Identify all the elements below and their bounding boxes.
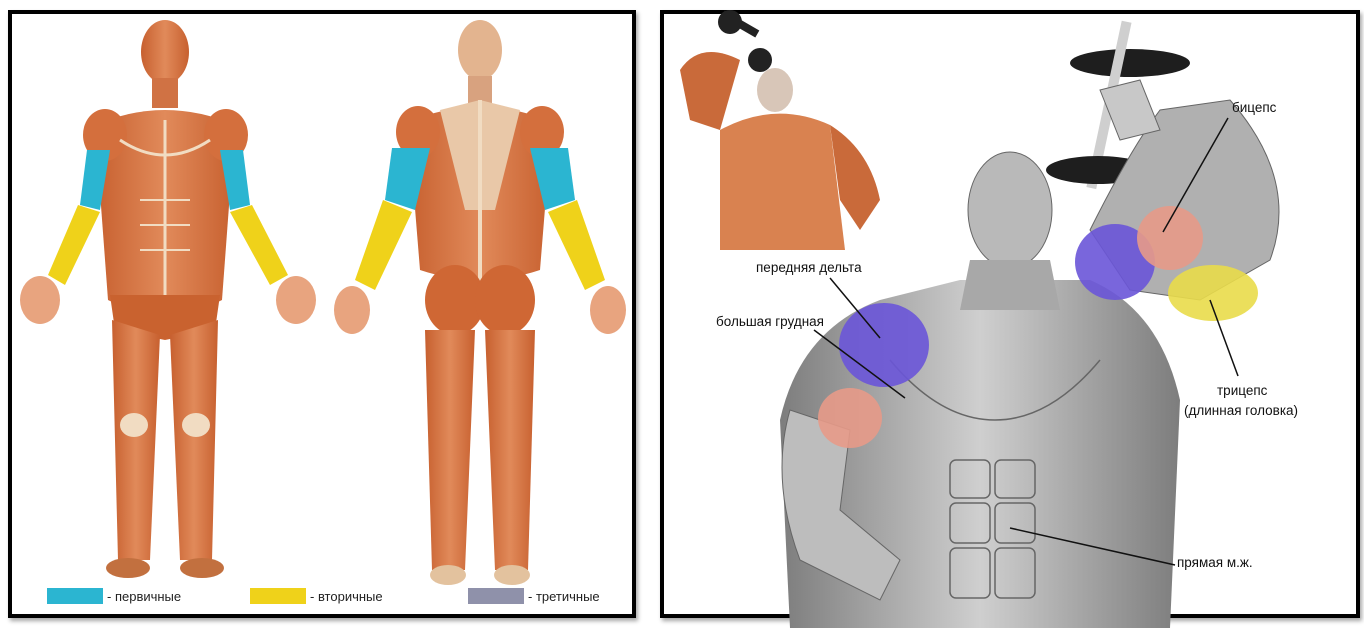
front-figure [20,20,316,578]
biceps-highlight [1137,206,1203,270]
legend-label-tertiary: - третичные [528,589,600,604]
triceps-highlight [1168,265,1258,321]
label-biceps: бицепс [1232,100,1276,115]
legend-swatch-primary [47,588,103,604]
label-triceps: трицепс [1217,383,1267,398]
legend-primary: - первичные [47,588,181,604]
label-pectoral: большая грудная [716,314,824,329]
label-front-delt: передняя дельта [756,260,862,275]
legend-label-secondary: - вторичные [310,589,383,604]
legend-swatch-tertiary [468,588,524,604]
legend-label-primary: - первичные [107,589,181,604]
legend-swatch-secondary [250,588,306,604]
label-triceps-long-head: (длинная головка) [1184,403,1298,418]
front-delt-left [839,303,929,387]
legend-tertiary: - третичные [468,588,600,604]
back-figure [334,20,626,585]
inset-back-figure [680,10,880,250]
label-abs: прямая м.ж. [1177,555,1253,570]
legend-secondary: - вторичные [250,588,383,604]
